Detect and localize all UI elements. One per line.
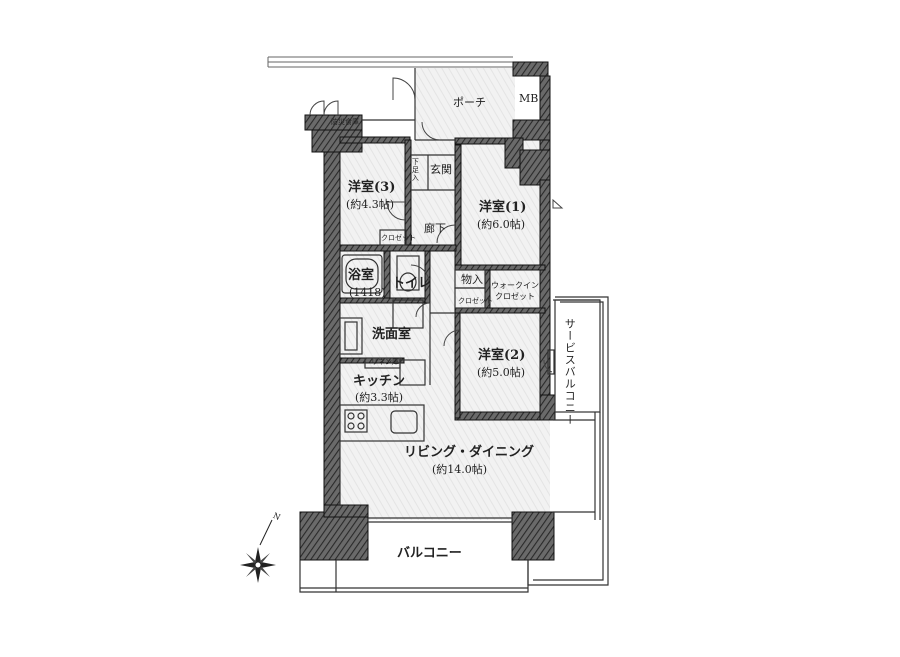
toilet-label: トイレ bbox=[392, 276, 432, 291]
door-swings bbox=[309, 77, 564, 373]
corridor-label: 廊下 bbox=[424, 222, 446, 235]
storage-disaster-label: 防災食庫 bbox=[331, 118, 359, 126]
porch-railing bbox=[267, 56, 513, 68]
floor-shading bbox=[340, 68, 550, 520]
washroom-label: 洗面室 bbox=[372, 327, 412, 342]
western3-label: 洋室(3) bbox=[348, 180, 396, 195]
compass-icon bbox=[240, 519, 276, 583]
linen-label: リネン庫 bbox=[371, 358, 399, 366]
western1-label: 洋室(1) bbox=[479, 200, 527, 215]
genkan-label: 玄関 bbox=[430, 163, 452, 176]
mono-label: 物入 bbox=[461, 273, 483, 286]
kitchen-label: キッチン bbox=[353, 374, 406, 389]
western2-size: (約5.0帖) bbox=[477, 366, 526, 379]
closet-small-label: クロゼット bbox=[381, 234, 416, 242]
western3-size: (約4.3帖) bbox=[346, 198, 395, 211]
walls bbox=[299, 61, 556, 561]
balcony-label: バルコニー bbox=[397, 546, 462, 561]
mb-label: MB bbox=[519, 92, 539, 105]
porch-label: ポーチ bbox=[453, 96, 486, 109]
living-size: (約14.0帖) bbox=[432, 463, 488, 476]
kitchen-size: (約3.3帖) bbox=[355, 391, 404, 404]
walkin-label: ウォークイン bbox=[491, 281, 539, 290]
bath-label: 浴室 bbox=[348, 268, 375, 283]
walkin-closet-label: クロゼット bbox=[495, 292, 535, 301]
partitions bbox=[299, 68, 609, 593]
closet2-label: クロゼット bbox=[458, 297, 493, 305]
shoebox-label: 下足入 bbox=[411, 158, 420, 182]
living-label: リビング・ダイニング bbox=[404, 445, 535, 460]
bath-size: (1418) bbox=[349, 286, 386, 299]
western1-size: (約6.0帖) bbox=[477, 218, 526, 231]
service-balcony-label: サービスバルコニー bbox=[563, 318, 577, 426]
western2-label: 洋室(2) bbox=[478, 348, 526, 363]
